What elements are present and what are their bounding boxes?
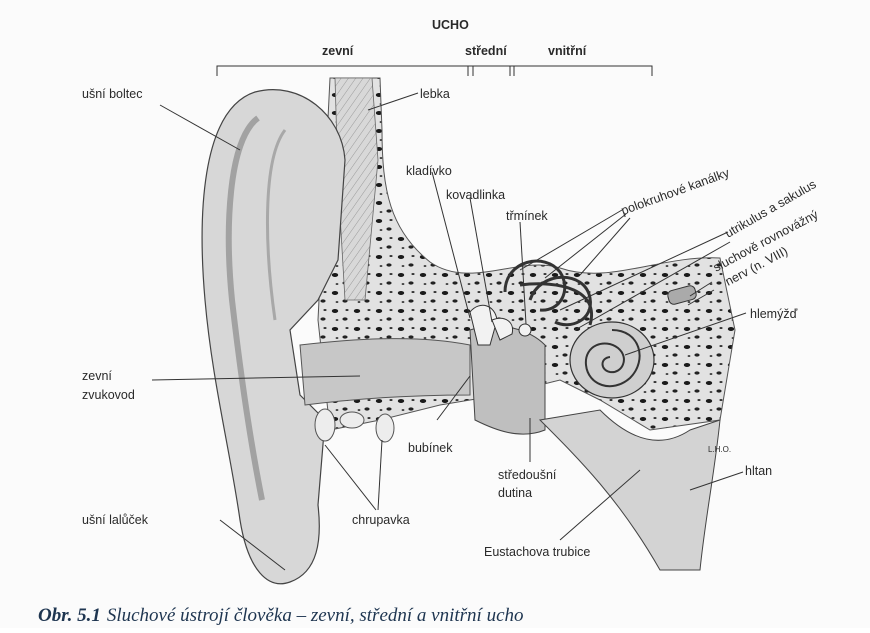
label-canal-line2: zvukovod bbox=[82, 388, 135, 402]
label-earlobe: ušní lalůček bbox=[82, 513, 149, 527]
label-stapes: třmínek bbox=[506, 209, 548, 223]
label-cochlea: hlemýžď bbox=[750, 307, 798, 321]
cochlea-shape bbox=[570, 322, 654, 398]
ear-sections-bracket bbox=[217, 66, 652, 76]
illustrator-signature: L.H.O. bbox=[708, 445, 731, 454]
caption-prefix: Obr. 5.1 bbox=[38, 605, 101, 626]
caption-text: Sluchové ústrojí člověka – zevní, středn… bbox=[107, 605, 524, 626]
header-title: UCHO bbox=[432, 18, 469, 32]
label-cartilage: chrupavka bbox=[352, 513, 410, 527]
label-pinna: ušní boltec bbox=[82, 87, 142, 101]
label-middle-ear-line2: dutina bbox=[498, 486, 532, 500]
label-middle-ear-line1: středoušní bbox=[498, 468, 557, 482]
label-semicircular-canals: polokruhové kanálky bbox=[619, 165, 732, 217]
label-malleus: kladívko bbox=[406, 164, 452, 178]
label-incus: kovadlinka bbox=[446, 188, 505, 202]
label-eustachian-tube: Eustachova trubice bbox=[484, 545, 590, 559]
label-canal-line1: zevní bbox=[82, 369, 112, 383]
label-pharynx: hltan bbox=[745, 464, 772, 478]
figure-caption: Obr. 5.1 Sluchové ústrojí člověka – zevní… bbox=[38, 605, 524, 626]
section-inner: vnitřní bbox=[548, 44, 587, 58]
label-eardrum: bubínek bbox=[408, 441, 453, 455]
section-outer: zevní bbox=[322, 44, 354, 58]
label-skull: lebka bbox=[420, 87, 450, 101]
section-middle: střední bbox=[465, 44, 507, 58]
ear-canal-shape bbox=[300, 339, 470, 405]
